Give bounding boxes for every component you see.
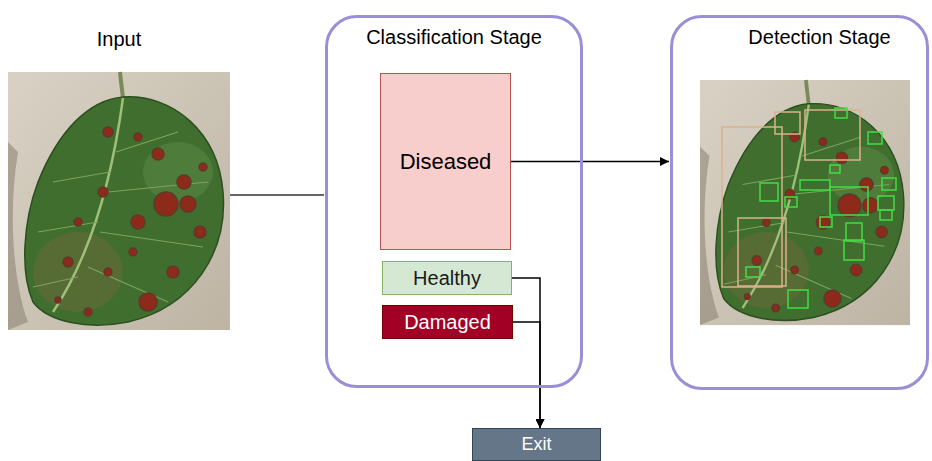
detection-boxes-small: [746, 108, 896, 308]
class-box: Diseased: [380, 73, 511, 250]
connector-arrow: [512, 278, 540, 428]
box-label: Exit: [521, 434, 551, 455]
image-heading: Input: [97, 28, 141, 51]
exit-box: Exit: [472, 428, 601, 461]
class-box: Damaged: [382, 305, 513, 339]
connector-arrow: [511, 161, 669, 163]
detection-boxes-large: [722, 110, 860, 287]
stage-title: Detection Stage: [748, 26, 890, 49]
box-label: Healthy: [413, 267, 481, 290]
input-leaf-photo: [8, 72, 230, 330]
box-label: Damaged: [404, 311, 491, 334]
input-image: Input: [8, 72, 230, 330]
stage-title: Classification Stage: [366, 26, 542, 49]
class-box: Healthy: [382, 261, 512, 295]
connector-arrow: [230, 194, 324, 196]
stage-panel: Detection Stage: [670, 15, 929, 390]
stage-panel: Classification StageDiseasedHealthyDamag…: [325, 15, 583, 388]
connector-arrow: [513, 322, 540, 428]
detection-leaf-photo: [700, 80, 910, 325]
box-label: Diseased: [400, 149, 492, 174]
